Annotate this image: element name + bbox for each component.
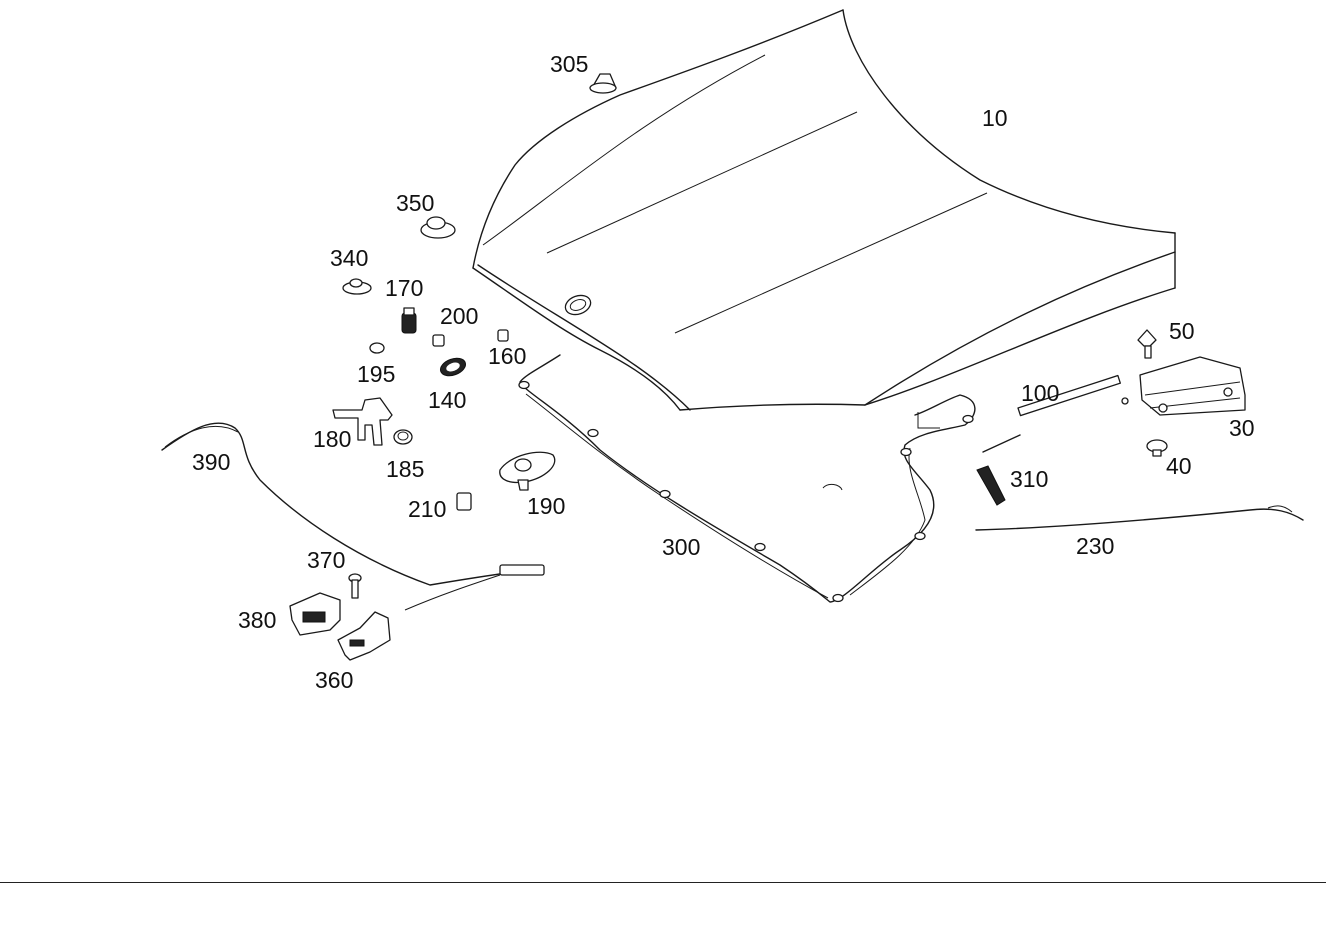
callout-30: 30 bbox=[1229, 415, 1255, 441]
callout-190: 190 bbox=[527, 493, 566, 519]
callout-100: 100 bbox=[1021, 380, 1060, 406]
callout-360: 360 bbox=[315, 667, 354, 693]
nut-195 bbox=[369, 342, 385, 354]
insulation-mat bbox=[518, 354, 976, 603]
strap-310 bbox=[976, 465, 1006, 506]
callout-195: 195 bbox=[357, 361, 396, 387]
emblem-140 bbox=[439, 357, 467, 377]
callout-370: 370 bbox=[307, 547, 346, 573]
lock-360 bbox=[337, 611, 391, 661]
callout-170: 170 bbox=[385, 275, 424, 301]
bolt-50 bbox=[1137, 329, 1157, 359]
bumper-340 bbox=[342, 278, 372, 295]
clip-185 bbox=[393, 429, 413, 445]
bottom-divider bbox=[0, 882, 1326, 883]
callout-40: 40 bbox=[1166, 453, 1192, 479]
mount-190 bbox=[499, 451, 556, 491]
callout-305: 305 bbox=[550, 51, 589, 77]
callout-200: 200 bbox=[440, 303, 479, 329]
callout-340: 340 bbox=[330, 245, 369, 271]
buffer-210 bbox=[456, 492, 472, 511]
callout-160: 160 bbox=[488, 343, 527, 369]
callout-210: 210 bbox=[408, 496, 447, 522]
nut-160 bbox=[497, 329, 509, 342]
hinge-30 bbox=[1139, 356, 1246, 416]
nut-200 bbox=[432, 334, 445, 347]
clip-305 bbox=[589, 73, 617, 94]
bolt-370 bbox=[348, 573, 362, 599]
callout-380: 380 bbox=[238, 607, 277, 633]
nut-40 bbox=[1146, 439, 1168, 457]
hood-panel bbox=[472, 9, 1176, 411]
callout-185: 185 bbox=[386, 456, 425, 482]
bracket-180 bbox=[332, 397, 393, 446]
callout-50: 50 bbox=[1169, 318, 1195, 344]
lock-380 bbox=[289, 592, 341, 636]
callout-390: 390 bbox=[192, 449, 231, 475]
bumper-350 bbox=[420, 216, 456, 239]
gas-strut-100 bbox=[982, 374, 1129, 453]
callout-10: 10 bbox=[982, 105, 1008, 131]
callout-140: 140 bbox=[428, 387, 467, 413]
callout-300: 300 bbox=[662, 534, 701, 560]
callout-180: 180 bbox=[313, 426, 352, 452]
callout-230: 230 bbox=[1076, 533, 1115, 559]
grommet-170 bbox=[401, 307, 417, 334]
callout-310: 310 bbox=[1010, 466, 1049, 492]
cable-230 bbox=[975, 505, 1304, 531]
release-cable-390 bbox=[161, 422, 545, 611]
callout-350: 350 bbox=[396, 190, 435, 216]
